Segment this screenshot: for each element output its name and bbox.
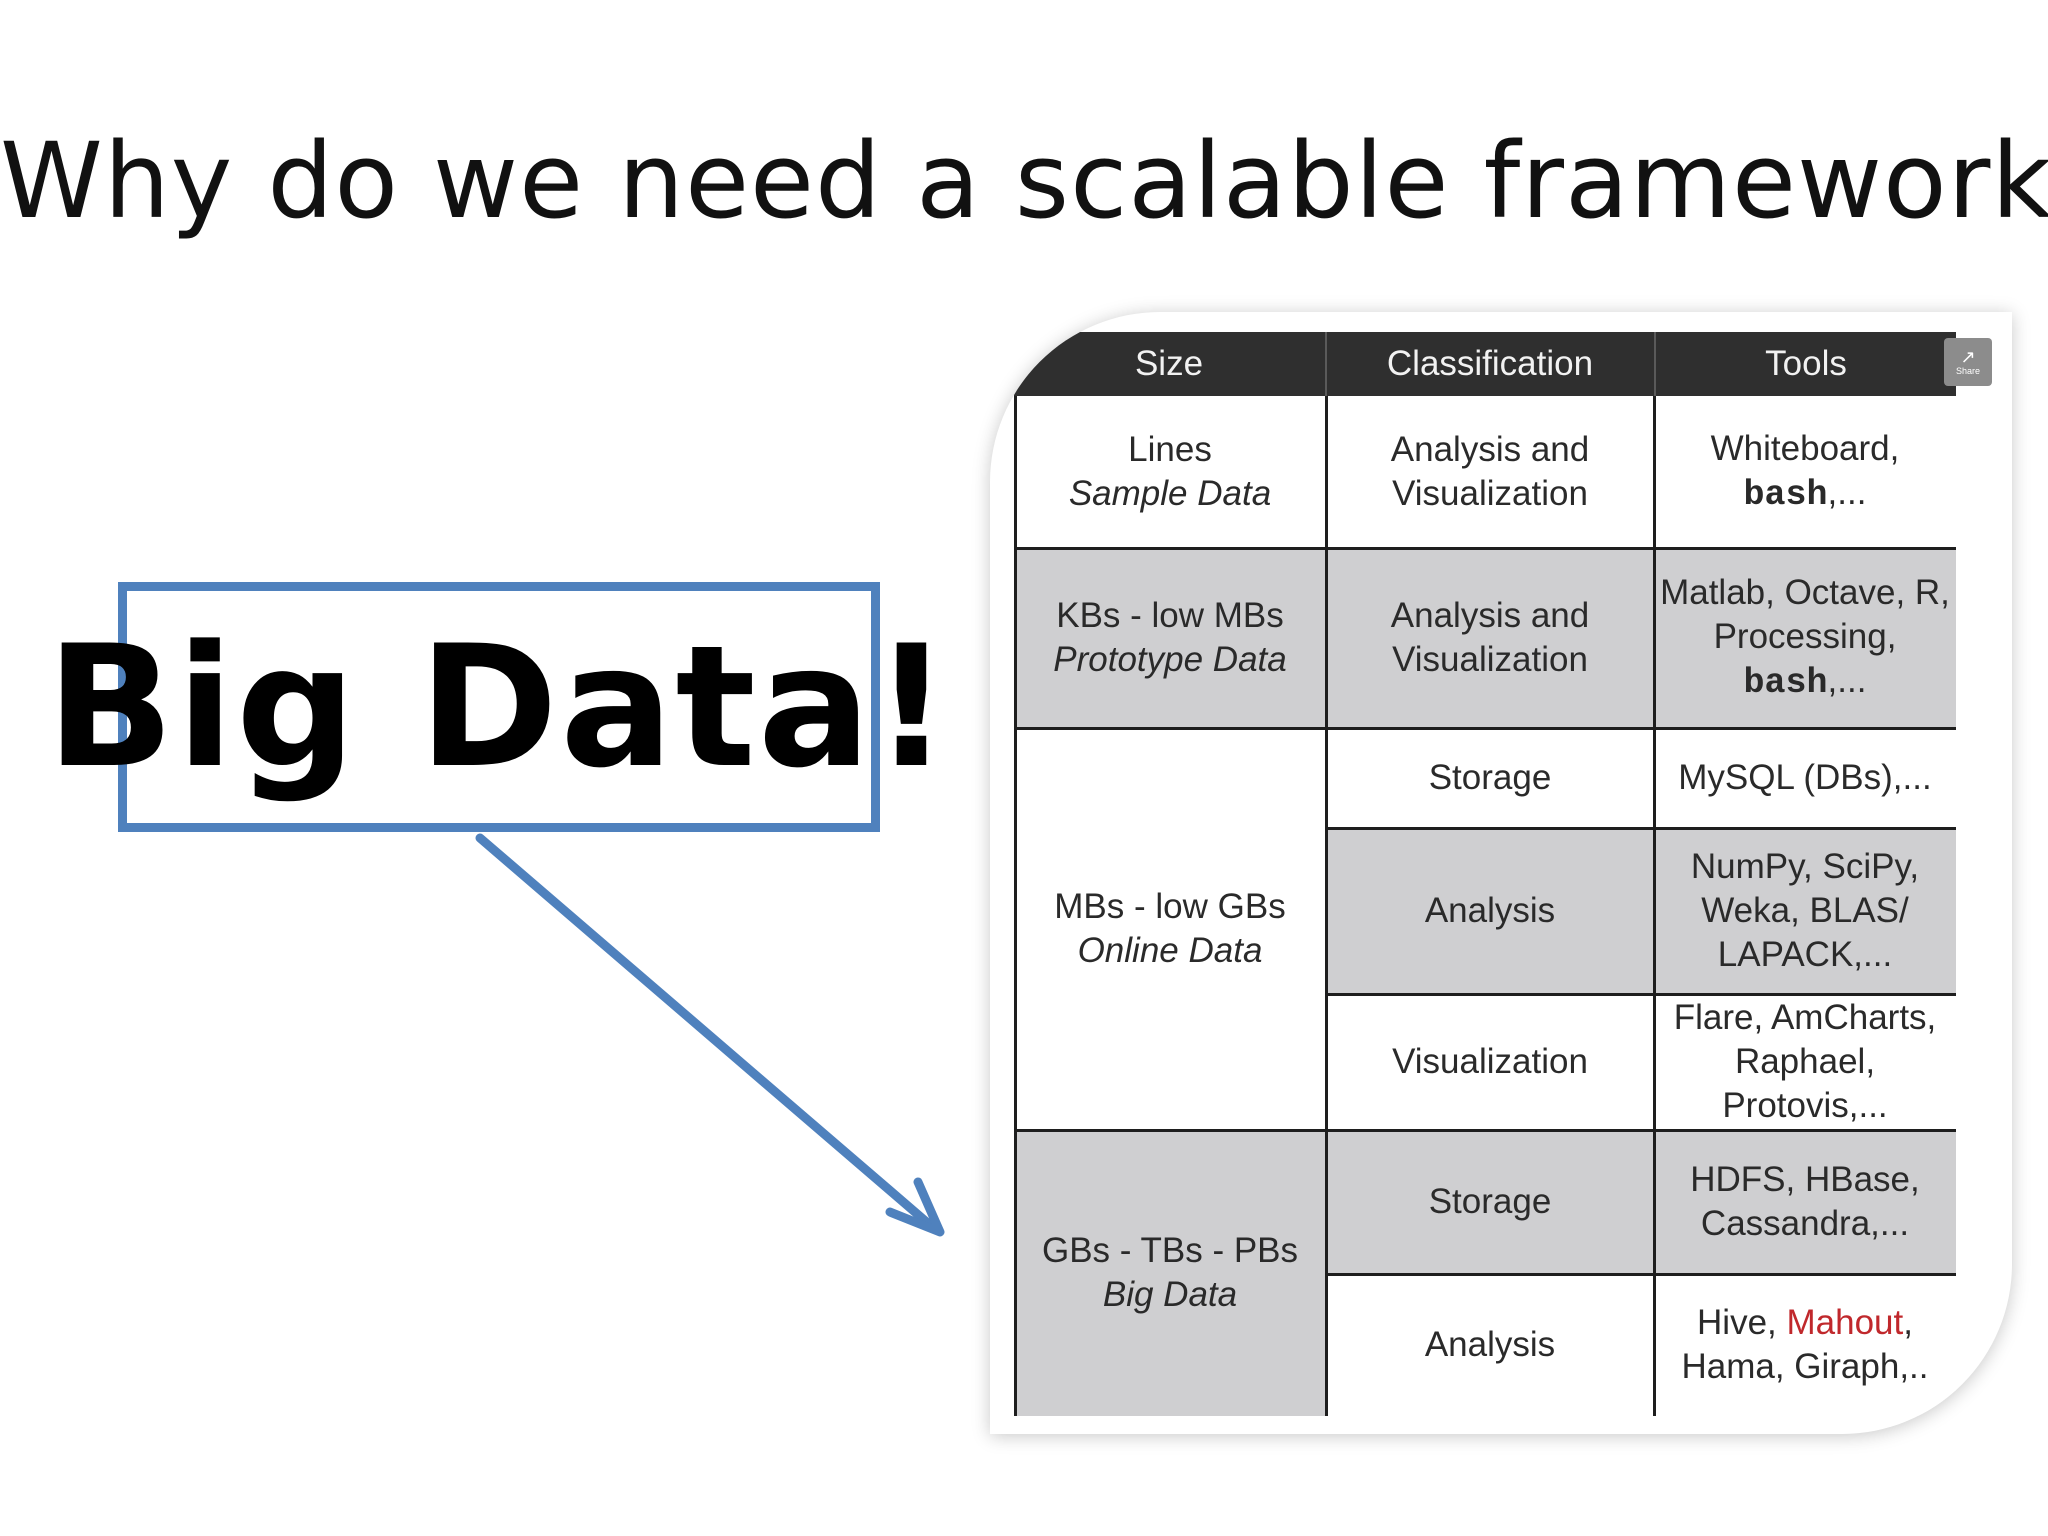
cell-classification: Analysis [1326, 1274, 1654, 1416]
cell-classification: Storage [1326, 728, 1654, 828]
tools-line: LAPACK,... [1717, 935, 1893, 974]
cell-classification: Analysis [1326, 828, 1654, 994]
cell-size-kbs: KBs - low MBs Prototype Data [1014, 548, 1326, 728]
cell-size-lines: Lines Sample Data [1014, 396, 1326, 548]
cell-classification: Analysis and Visualization [1326, 396, 1654, 548]
grid-line [1653, 396, 1656, 1416]
callout-text: Big Data! [46, 609, 952, 805]
tools-line: Hama, Giraph,.. [1681, 1347, 1929, 1386]
tools-line: NumPy, SciPy, [1690, 847, 1920, 886]
cell-classification: Analysis and Visualization [1326, 548, 1654, 728]
grid-line [1325, 396, 1328, 1416]
tools-line: Weka, BLAS/ [1701, 891, 1909, 930]
cell-size-big-data: GBs - TBs - PBs Big Data [1014, 1130, 1326, 1416]
classification-label: Analysis and Visualization [1390, 430, 1590, 513]
data-table-image: Size Classification Tools Lines Sample D… [990, 312, 2012, 1434]
classification-label: Visualization [1392, 1042, 1588, 1081]
share-label: Share [1955, 366, 1981, 376]
grid-line [1014, 1129, 1956, 1132]
tools-text: , [1903, 1303, 1913, 1342]
tools-line: Flare, AmCharts, [1673, 998, 1937, 1037]
cell-tools: Flare, AmCharts, Raphael, Protovis,... [1654, 994, 1956, 1130]
cell-classification: Storage [1326, 1130, 1654, 1274]
grid-line [1326, 1273, 1956, 1276]
tools-code: bash [1743, 475, 1828, 515]
tools-line: Matlab, Octave, R, [1660, 573, 1950, 612]
tools-line: Cassandra,... [1700, 1204, 1910, 1243]
grid-line [1326, 827, 1956, 830]
cell-tools: Whiteboard, bash,... [1654, 396, 1956, 548]
tools-rest: ,... [1827, 473, 1867, 512]
size-label: MBs - low GBs [1054, 887, 1286, 926]
grid-line [1014, 547, 1956, 550]
header-size: Size [1134, 344, 1204, 383]
classification-label: Analysis and Visualization [1390, 596, 1590, 679]
tools-line: bash,... [1744, 471, 1867, 517]
classification-label: Storage [1428, 758, 1552, 797]
tools-text: Hive, [1697, 1303, 1787, 1342]
grid-line [1326, 993, 1956, 996]
big-data-callout: Big Data! [46, 582, 950, 832]
cell-tools: Matlab, Octave, R, Processing, bash,... [1654, 548, 1956, 728]
classification-label: Storage [1428, 1182, 1552, 1221]
tools-line: bash,... [1744, 659, 1867, 705]
size-sublabel: Sample Data [1068, 474, 1272, 513]
cell-tools: Hive, Mahout, Hama, Giraph,.. [1654, 1274, 1956, 1416]
cell-size-mbs: MBs - low GBs Online Data [1014, 728, 1326, 1130]
cell-tools: HDFS, HBase, Cassandra,... [1654, 1130, 1956, 1274]
size-label: GBs - TBs - PBs [1041, 1231, 1299, 1270]
size-label: KBs - low MBs [1056, 596, 1284, 635]
tools-line: Whiteboard, [1710, 429, 1900, 468]
share-icon: ↗ [1960, 347, 1976, 367]
slide-title: Why do we need a scalable framework? [0, 120, 2048, 242]
tools-rest: ,... [1827, 661, 1867, 700]
classification-label: Analysis [1424, 891, 1556, 930]
tools-line: MySQL (DBs),... [1678, 758, 1932, 797]
size-sublabel: Big Data [1102, 1275, 1238, 1314]
size-sublabel: Prototype Data [1053, 640, 1287, 679]
grid-line [1014, 396, 1017, 1416]
tools-line: Processing, [1713, 617, 1897, 656]
header-classification: Classification [1386, 344, 1594, 383]
header-tools: Tools [1765, 344, 1847, 383]
cell-tools: NumPy, SciPy, Weka, BLAS/ LAPACK,... [1654, 828, 1956, 994]
tools-line: HDFS, HBase, [1690, 1160, 1920, 1199]
header-divider [1325, 332, 1327, 396]
mahout-highlight: Mahout [1786, 1303, 1904, 1342]
tools-line: Hive, Mahout, [1697, 1301, 1913, 1345]
tools-line: Raphael, Protovis,... [1722, 1042, 1888, 1125]
size-label: Lines [1128, 430, 1212, 469]
grid-line [1014, 727, 1956, 730]
share-button[interactable]: ↗ Share [1944, 338, 1992, 386]
size-sublabel: Online Data [1077, 931, 1263, 970]
table-header [1014, 332, 1956, 396]
header-divider [1654, 332, 1656, 396]
cell-classification: Visualization [1326, 994, 1654, 1130]
classification-label: Analysis [1424, 1325, 1556, 1364]
tools-code: bash [1743, 663, 1828, 703]
cell-tools: MySQL (DBs),... [1654, 728, 1956, 828]
